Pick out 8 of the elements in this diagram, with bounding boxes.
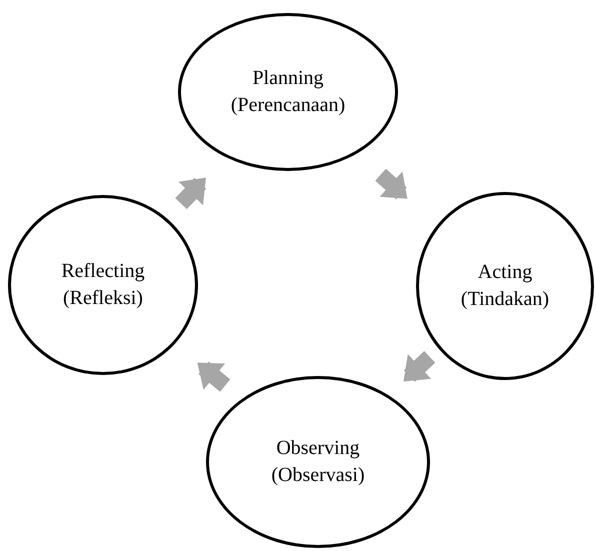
block-arrow (403, 351, 436, 382)
block-arrow (197, 362, 230, 392)
node-label: Observing (Observasi) (270, 436, 366, 488)
block-arrow (375, 168, 408, 200)
node-label: Acting (Tindakan) (460, 260, 550, 312)
node-label: Planning (Perencanaan) (230, 66, 346, 118)
node-label: Reflecting (Refleksi) (60, 259, 146, 311)
block-arrow (175, 178, 206, 210)
